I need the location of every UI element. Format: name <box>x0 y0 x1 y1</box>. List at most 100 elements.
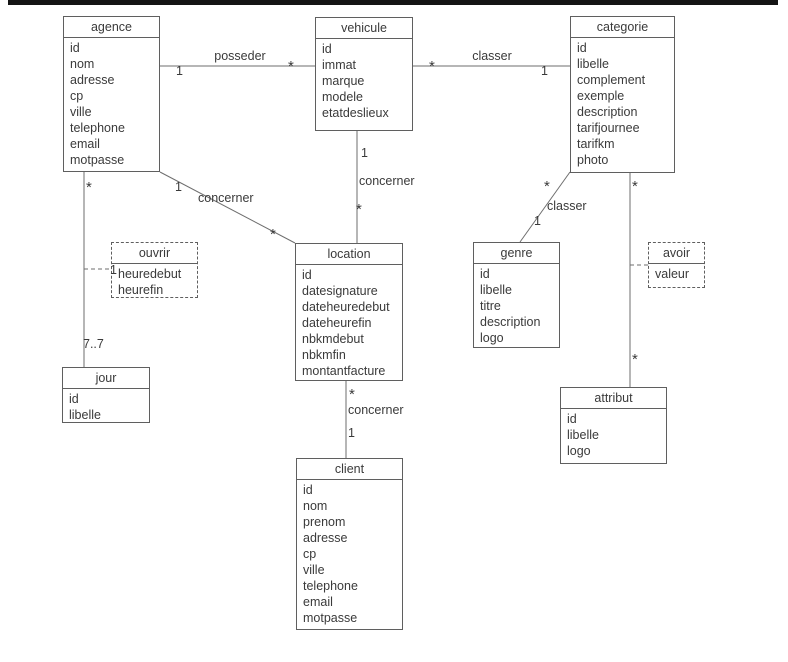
entity-attribute: logo <box>480 331 504 345</box>
entity-attribute: id <box>577 41 587 55</box>
entity-attribute: nom <box>303 499 328 513</box>
association-class-avoir: avoir valeur <box>648 242 705 288</box>
entity-attribute: libelle <box>577 57 609 71</box>
entity-attribute: id <box>303 483 313 497</box>
multiplicity-classer-categorie-2: * <box>544 178 550 195</box>
entity-attribute: telephone <box>70 121 125 135</box>
entity-title-agence: agence <box>64 17 159 38</box>
entity-attribute: libelle <box>69 408 101 422</box>
multiplicity-concerner-location-3: * <box>349 386 355 403</box>
association-label-concerner-vehicule-location: concerner <box>359 174 415 188</box>
entity-title-attribut: attribut <box>561 388 666 409</box>
entity-title-location: location <box>296 244 402 265</box>
entity-location: location id datesignature dateheuredebut da… <box>295 243 403 381</box>
entity-attribute: email <box>303 595 333 609</box>
entity-attribute: adresse <box>303 531 348 545</box>
entity-attribute: id <box>69 392 79 406</box>
entity-title-genre: genre <box>474 243 559 264</box>
entity-attribute: exemple <box>577 89 625 103</box>
entity-categorie: categorie id libelle complement exemple desc… <box>570 16 675 173</box>
entity-attribute: logo <box>567 444 591 458</box>
entity-attributes-location: id datesignature dateheuredebut dateheurefi… <box>296 265 402 381</box>
entity-attribute: adresse <box>70 73 115 87</box>
multiplicity-ouvrir-jour: 7..7 <box>83 337 104 351</box>
association-label-posseder: posseder <box>214 49 266 63</box>
multiplicity-concerner-location-2: * <box>270 226 276 243</box>
entity-attribute: datesignature <box>302 284 378 298</box>
entity-title-avoir: avoir <box>649 243 704 264</box>
multiplicity-concerner-vehicule: 1 <box>361 146 368 160</box>
association-class-ouvrir: ouvrir heuredebut heurefin <box>111 242 198 298</box>
entity-attribute: immat <box>322 58 357 72</box>
entity-title-ouvrir: ouvrir <box>112 243 197 264</box>
entity-attribute: motpasse <box>303 611 358 625</box>
entity-jour: jour id libelle <box>62 367 150 423</box>
entity-agence: agence id nom adresse cp ville telephone email… <box>63 16 160 172</box>
entity-attributes-genre: id libelle titre description logo <box>474 264 559 348</box>
entity-attributes-jour: id libelle <box>63 389 149 425</box>
entity-attribute: libelle <box>567 428 599 442</box>
entity-attribute: dateheurefin <box>302 316 372 330</box>
multiplicity-avoir-categorie: * <box>632 178 638 195</box>
entity-title-categorie: categorie <box>571 17 674 38</box>
entity-attributes-avoir: valeur <box>649 264 704 284</box>
multiplicity-concerner-location-1: * <box>356 201 362 218</box>
entity-attribute: id <box>302 268 312 282</box>
multiplicity-classer-categorie: 1 <box>541 64 548 78</box>
multiplicity-posseder-agence: 1 <box>176 64 183 78</box>
entity-attribute: titre <box>480 299 501 313</box>
entity-attribute: ville <box>303 563 325 577</box>
association-label-classer-vehicule-categorie: classer <box>472 49 512 63</box>
entity-attribute: ville <box>70 105 92 119</box>
association-line-concerner-agence-location <box>159 171 296 244</box>
entity-attribute: id <box>480 267 490 281</box>
entity-attribute: email <box>70 137 100 151</box>
entity-attribute: modele <box>322 90 363 104</box>
entity-attribute: telephone <box>303 579 358 593</box>
multiplicity-ouvrir-agence: * <box>86 179 92 196</box>
entity-attribute: dateheuredebut <box>302 300 390 314</box>
entity-attribute: motpasse <box>70 153 125 167</box>
multiplicity-classer-genre: 1 <box>534 214 541 228</box>
multiplicity-ouvrir-junction: 1 <box>110 263 117 277</box>
entity-attribute: valeur <box>655 267 690 281</box>
entity-attribute: prenom <box>303 515 346 529</box>
entity-attribute: id <box>70 41 80 55</box>
entity-attribute: heuredebut <box>118 267 182 281</box>
entity-attribute: nbkmdebut <box>302 332 364 346</box>
association-label-concerner-agence-location: concerner <box>198 191 254 205</box>
multiplicity-classer-vehicule: * <box>429 58 435 75</box>
entity-attribute: id <box>322 42 332 56</box>
entity-attributes-vehicule: id immat marque modele etatdeslieux <box>316 39 412 123</box>
multiplicity-posseder-vehicule: * <box>288 58 294 75</box>
multiplicity-concerner-agence: 1 <box>175 180 182 194</box>
entity-attribute: complement <box>577 73 646 87</box>
multiplicity-concerner-client: 1 <box>348 426 355 440</box>
entity-attribute: description <box>480 315 541 329</box>
entity-title-vehicule: vehicule <box>316 18 412 39</box>
entity-attribute: photo <box>577 153 609 167</box>
entity-title-jour: jour <box>63 368 149 389</box>
entity-attributes-agence: id nom adresse cp ville telephone email motpass… <box>64 38 159 170</box>
top-border-bar <box>8 0 778 5</box>
entity-attribute: marque <box>322 74 365 88</box>
entity-attribute: etatdeslieux <box>322 106 389 120</box>
entity-attribute: cp <box>70 89 84 103</box>
association-line-classer-categorie-genre <box>519 171 571 243</box>
entity-attribute: nbkmfin <box>302 348 346 362</box>
entity-vehicule: vehicule id immat marque modele etatdeslieux <box>315 17 413 131</box>
entity-attribute: nom <box>70 57 95 71</box>
entity-attribute: libelle <box>480 283 512 297</box>
entity-attribute: heurefin <box>118 283 164 297</box>
entity-genre: genre id libelle titre description logo <box>473 242 560 348</box>
entity-attribute: description <box>577 105 638 119</box>
entity-attribute: tarifjournee <box>577 121 640 135</box>
entity-attributes-ouvrir: heuredebut heurefin <box>112 264 197 300</box>
association-label-classer-categorie-genre: classer <box>547 199 587 213</box>
entity-attribute: tarifkm <box>577 137 615 151</box>
